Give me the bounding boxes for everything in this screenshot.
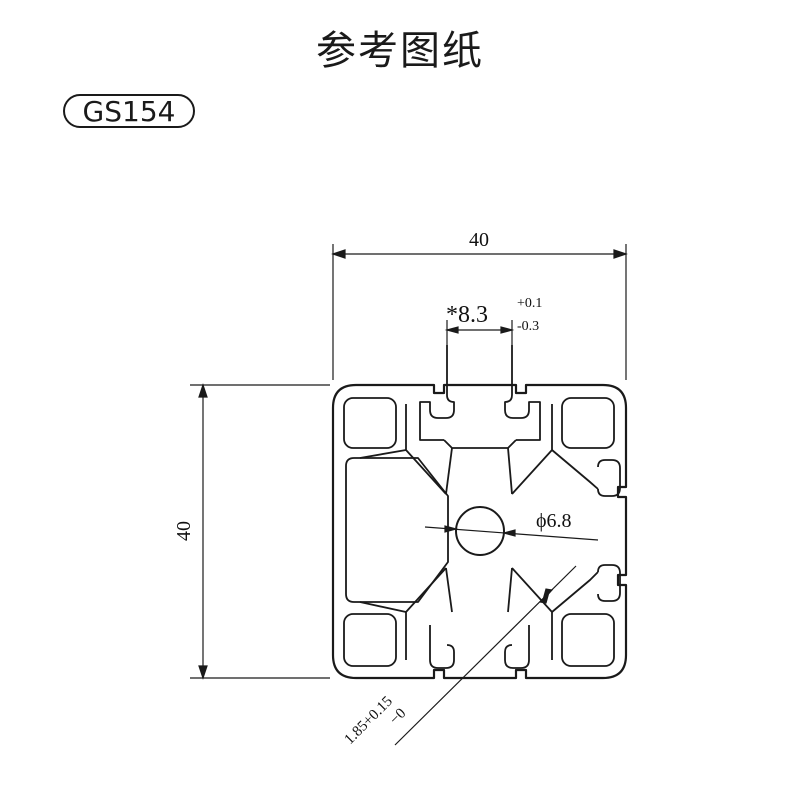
dimension-lines [190,244,628,746]
dim-slot-tol-upper: +0.1 [517,296,542,311]
dim-slot-label: *8.3 [446,302,488,328]
profile-inner [343,345,621,669]
center-hole [455,506,505,556]
dim-height-label: 40 [173,521,195,541]
dim-slot-tol-lower: -0.3 [517,319,539,334]
page-title: 参考图纸 [316,28,484,74]
dim-width-label: 40 [469,229,489,251]
dim-wall-label: 1.85+0.15 [342,693,396,747]
profile-outline [331,383,628,680]
model-badge: GS154 [63,94,195,128]
dim-hole-label: ϕ6.8 [536,510,572,532]
